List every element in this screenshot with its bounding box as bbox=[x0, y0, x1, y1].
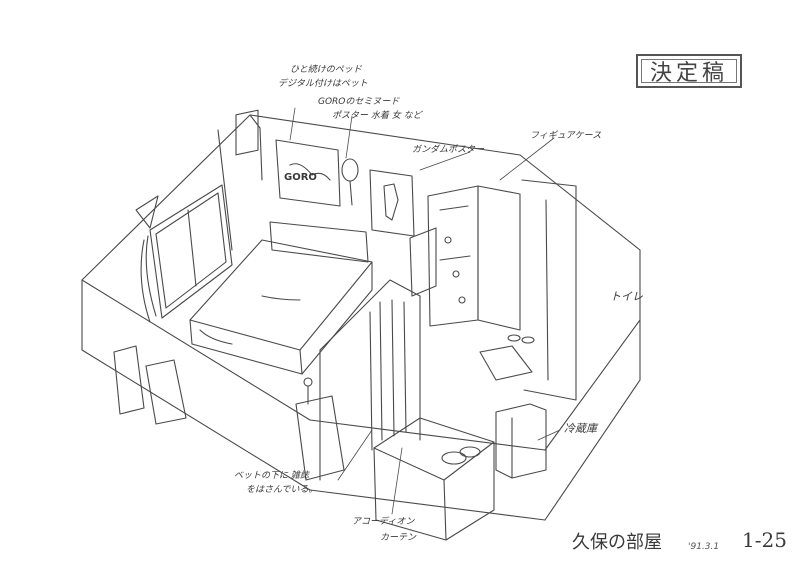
wall-poster-left bbox=[235, 109, 259, 156]
note-fridge: 冷蔵庫 bbox=[564, 422, 597, 435]
left-cabinets bbox=[113, 345, 187, 425]
fridge bbox=[495, 403, 547, 479]
note-toilet: トイレ bbox=[610, 290, 643, 303]
scene-caption: 久保の部屋 bbox=[572, 532, 662, 553]
note-under-bed-bottom: をはさんでいる。 bbox=[246, 485, 318, 495]
outer-walls bbox=[81, 114, 641, 521]
leader-lines bbox=[289, 107, 561, 515]
goro-poster-label: GORO bbox=[284, 172, 317, 183]
sketch-date: '91.3.1 bbox=[688, 542, 720, 552]
racket bbox=[341, 158, 359, 206]
final-draft-stamp: 決定稿 bbox=[636, 54, 742, 88]
note-figure-case: フィギュアケース bbox=[530, 131, 602, 141]
accordion-curtain bbox=[319, 279, 421, 481]
goro-poster bbox=[275, 139, 341, 207]
note-bed-bottom: デジタル付けはペット bbox=[278, 79, 368, 89]
note-goro-poster: GOROのセミヌード bbox=[318, 97, 400, 107]
note-curtain-bottom: カーテン bbox=[380, 533, 417, 543]
shelf-with-figure bbox=[295, 377, 345, 481]
kitchen-counter bbox=[373, 417, 495, 541]
gundam-poster bbox=[369, 169, 415, 237]
note-bed-top: ひと続けのペッド bbox=[290, 65, 362, 75]
figure-case bbox=[409, 185, 521, 331]
note-poster-swimsuit: ポスター 水着 女 など bbox=[332, 111, 422, 121]
toilet-door bbox=[521, 179, 577, 401]
note-under-bed-top: ベットの下に 雑誌 bbox=[234, 471, 309, 481]
note-curtain-top: アコーディオン bbox=[352, 517, 415, 527]
scene-number: 1-25 bbox=[742, 528, 787, 552]
window bbox=[135, 184, 233, 323]
note-gundam-poster: ガンダムポスター bbox=[412, 145, 485, 155]
bed bbox=[189, 221, 373, 375]
entrance-mat bbox=[479, 334, 535, 381]
